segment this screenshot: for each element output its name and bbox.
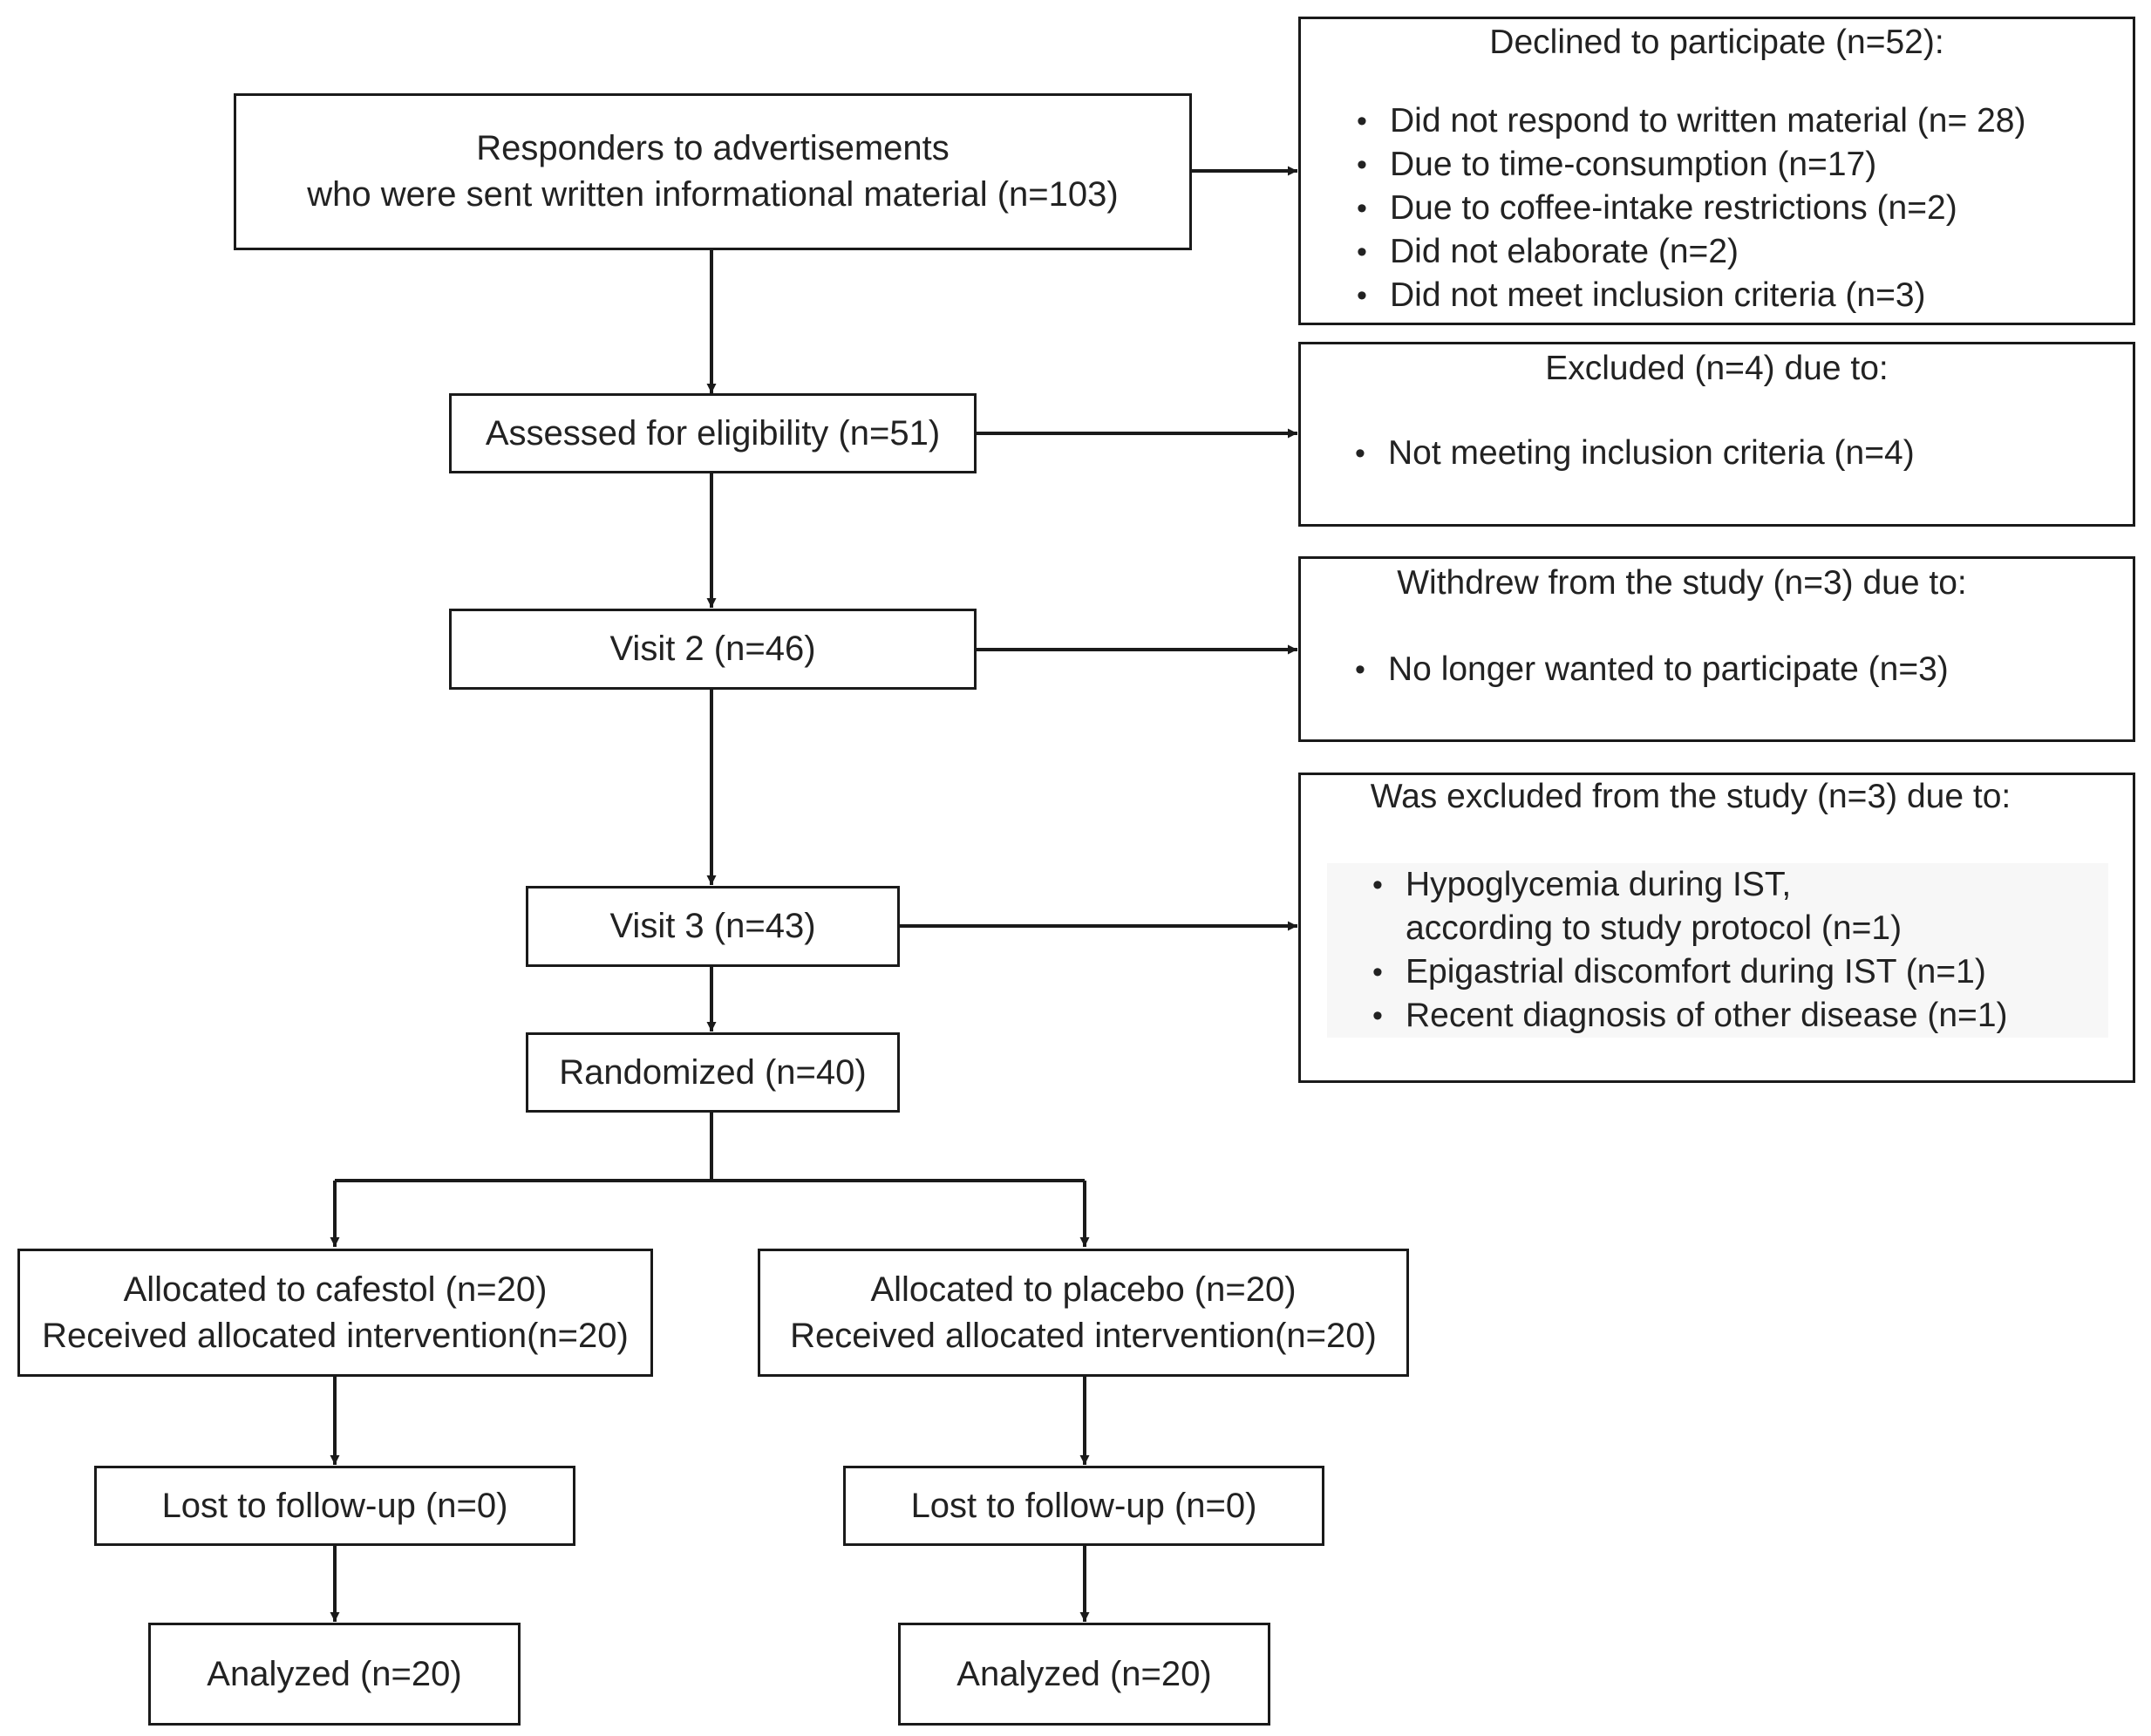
declined-heading: Declined to participate (n=52):	[1489, 24, 1944, 61]
lost-cafestol-line-1: Lost to follow-up (n=0)	[161, 1486, 508, 1525]
analyzed-placebo-line-1: Analyzed (n=20)	[956, 1654, 1212, 1693]
was-excluded-item: Hypoglycemia during IST, according to st…	[1360, 863, 2008, 950]
was-excluded-item: Recent diagnosis of other disease (n=1)	[1360, 994, 2008, 1038]
cafestol-line-2: Received allocated intervention(n=20)	[42, 1316, 629, 1355]
cafestol-box: Allocated to cafestol (n=20) Received al…	[17, 1249, 653, 1377]
withdrew-item: No longer wanted to participate (n=3)	[1343, 648, 1949, 691]
assessed-box: Assessed for eligibility (n=51)	[449, 393, 977, 473]
responders-line-2: who were sent written informational mate…	[307, 175, 1119, 214]
analyzed-cafestol-box: Analyzed (n=20)	[148, 1623, 521, 1726]
lost-cafestol-box: Lost to follow-up (n=0)	[94, 1466, 575, 1546]
declined-item: Did not respond to written material (n= …	[1344, 99, 2025, 143]
responders-box: Responders to advertisements who were se…	[234, 93, 1192, 250]
excluded-item: Not meeting inclusion criteria (n=4)	[1343, 432, 1915, 475]
randomized-box: Randomized (n=40)	[526, 1032, 900, 1113]
placebo-box: Allocated to placebo (n=20) Received all…	[758, 1249, 1409, 1377]
placebo-line-2: Received allocated intervention(n=20)	[790, 1316, 1377, 1355]
lost-placebo-box: Lost to follow-up (n=0)	[843, 1466, 1324, 1546]
was-excluded-item-line: according to study protocol (n=1)	[1406, 909, 1903, 947]
withdrew-box: Withdrew from the study (n=3) due to: No…	[1298, 556, 2135, 742]
lost-placebo-line-1: Lost to follow-up (n=0)	[910, 1486, 1257, 1525]
excluded-box: Excluded (n=4) due to: Not meeting inclu…	[1298, 342, 2135, 527]
excluded-heading: Excluded (n=4) due to:	[1545, 350, 1889, 387]
was-excluded-list: Hypoglycemia during IST, according to st…	[1360, 863, 2008, 1038]
visit3-line-1: Visit 3 (n=43)	[609, 907, 816, 945]
cafestol-line-1: Allocated to cafestol (n=20)	[123, 1270, 548, 1309]
withdrew-list: No longer wanted to participate (n=3)	[1343, 648, 1949, 691]
was-excluded-heading: Was excluded from the study (n=3) due to…	[1370, 778, 2011, 815]
declined-item: Due to coffee-intake restrictions (n=2)	[1344, 187, 2025, 230]
visit2-line-1: Visit 2 (n=46)	[609, 630, 816, 668]
declined-item: Due to time-consumption (n=17)	[1344, 143, 2025, 187]
declined-item: Did not elaborate (n=2)	[1344, 230, 2025, 274]
was-excluded-box: Was excluded from the study (n=3) due to…	[1298, 773, 2135, 1083]
analyzed-placebo-box: Analyzed (n=20)	[898, 1623, 1270, 1726]
visit2-box: Visit 2 (n=46)	[449, 609, 977, 690]
was-excluded-item-line: Hypoglycemia during IST,	[1406, 866, 1792, 903]
analyzed-cafestol-line-1: Analyzed (n=20)	[207, 1654, 462, 1693]
withdrew-heading: Withdrew from the study (n=3) due to:	[1397, 564, 1967, 602]
declined-box: Declined to participate (n=52): Did not …	[1298, 17, 2135, 325]
assessed-line-1: Assessed for eligibility (n=51)	[485, 413, 941, 453]
placebo-line-1: Allocated to placebo (n=20)	[870, 1270, 1297, 1309]
responders-line-1: Responders to advertisements	[476, 129, 950, 167]
declined-list: Did not respond to written material (n= …	[1344, 99, 2025, 317]
declined-item: Did not meet inclusion criteria (n=3)	[1344, 274, 2025, 317]
visit3-box: Visit 3 (n=43)	[526, 886, 900, 967]
randomized-line-1: Randomized (n=40)	[559, 1052, 867, 1092]
excluded-list: Not meeting inclusion criteria (n=4)	[1343, 432, 1915, 475]
was-excluded-item: Epigastrial discomfort during IST (n=1)	[1360, 950, 2008, 994]
